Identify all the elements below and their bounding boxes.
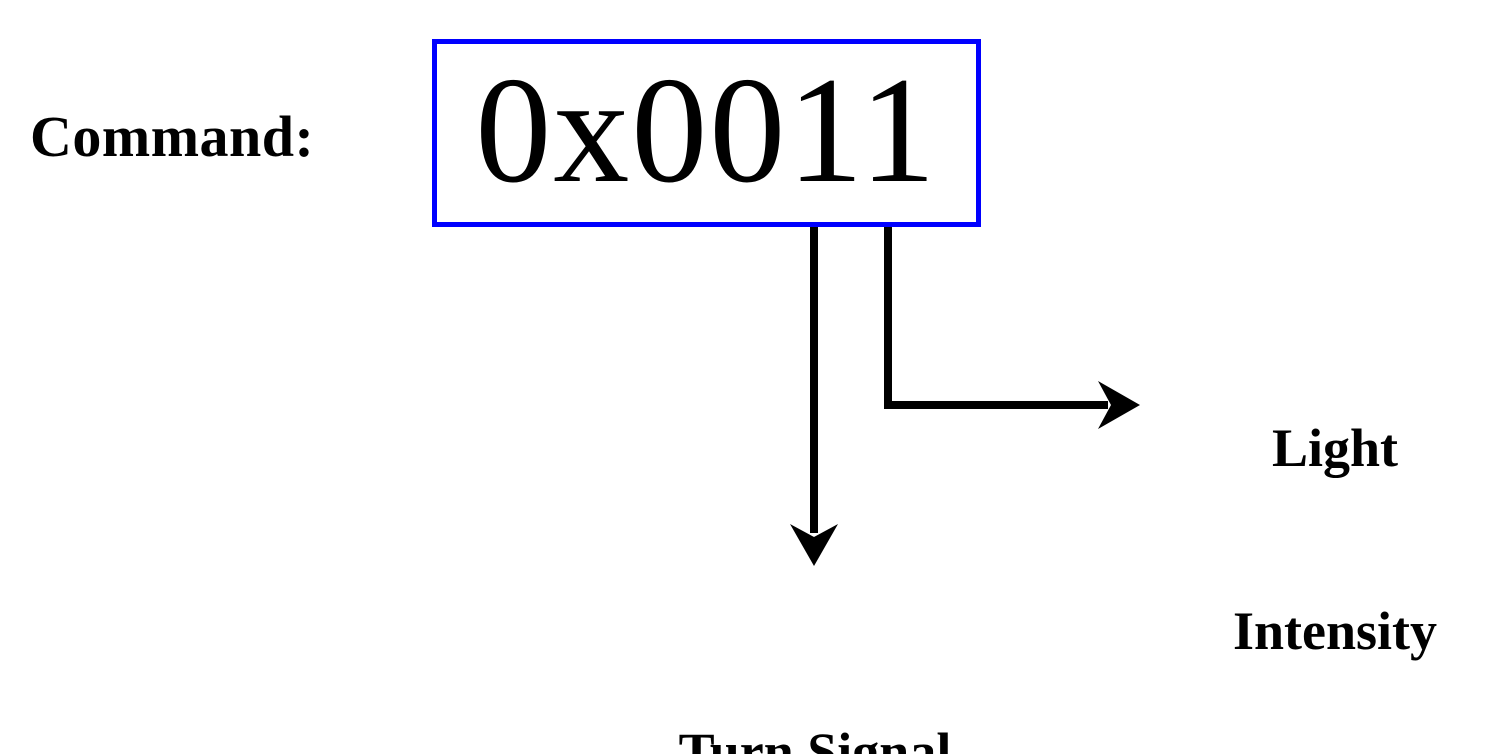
turn-signal-function-label: Turn Signal Function (565, 600, 1065, 754)
light-intensity-line-2: Intensity (1232, 601, 1438, 662)
command-value-box[interactable]: 0x0011 (432, 39, 981, 227)
light-intensity-function-label: Light Intensity Function (1160, 296, 1501, 754)
light-intensity-connector-line (884, 227, 1108, 409)
command-label: Command: (30, 104, 315, 169)
down-arrow-icon (790, 524, 838, 566)
right-arrow-icon (1098, 381, 1140, 429)
turn-signal-line-1: Turn Signal (678, 722, 952, 754)
light-intensity-line-1: Light (1271, 418, 1399, 479)
command-value-text: 0x0011 (475, 46, 938, 214)
